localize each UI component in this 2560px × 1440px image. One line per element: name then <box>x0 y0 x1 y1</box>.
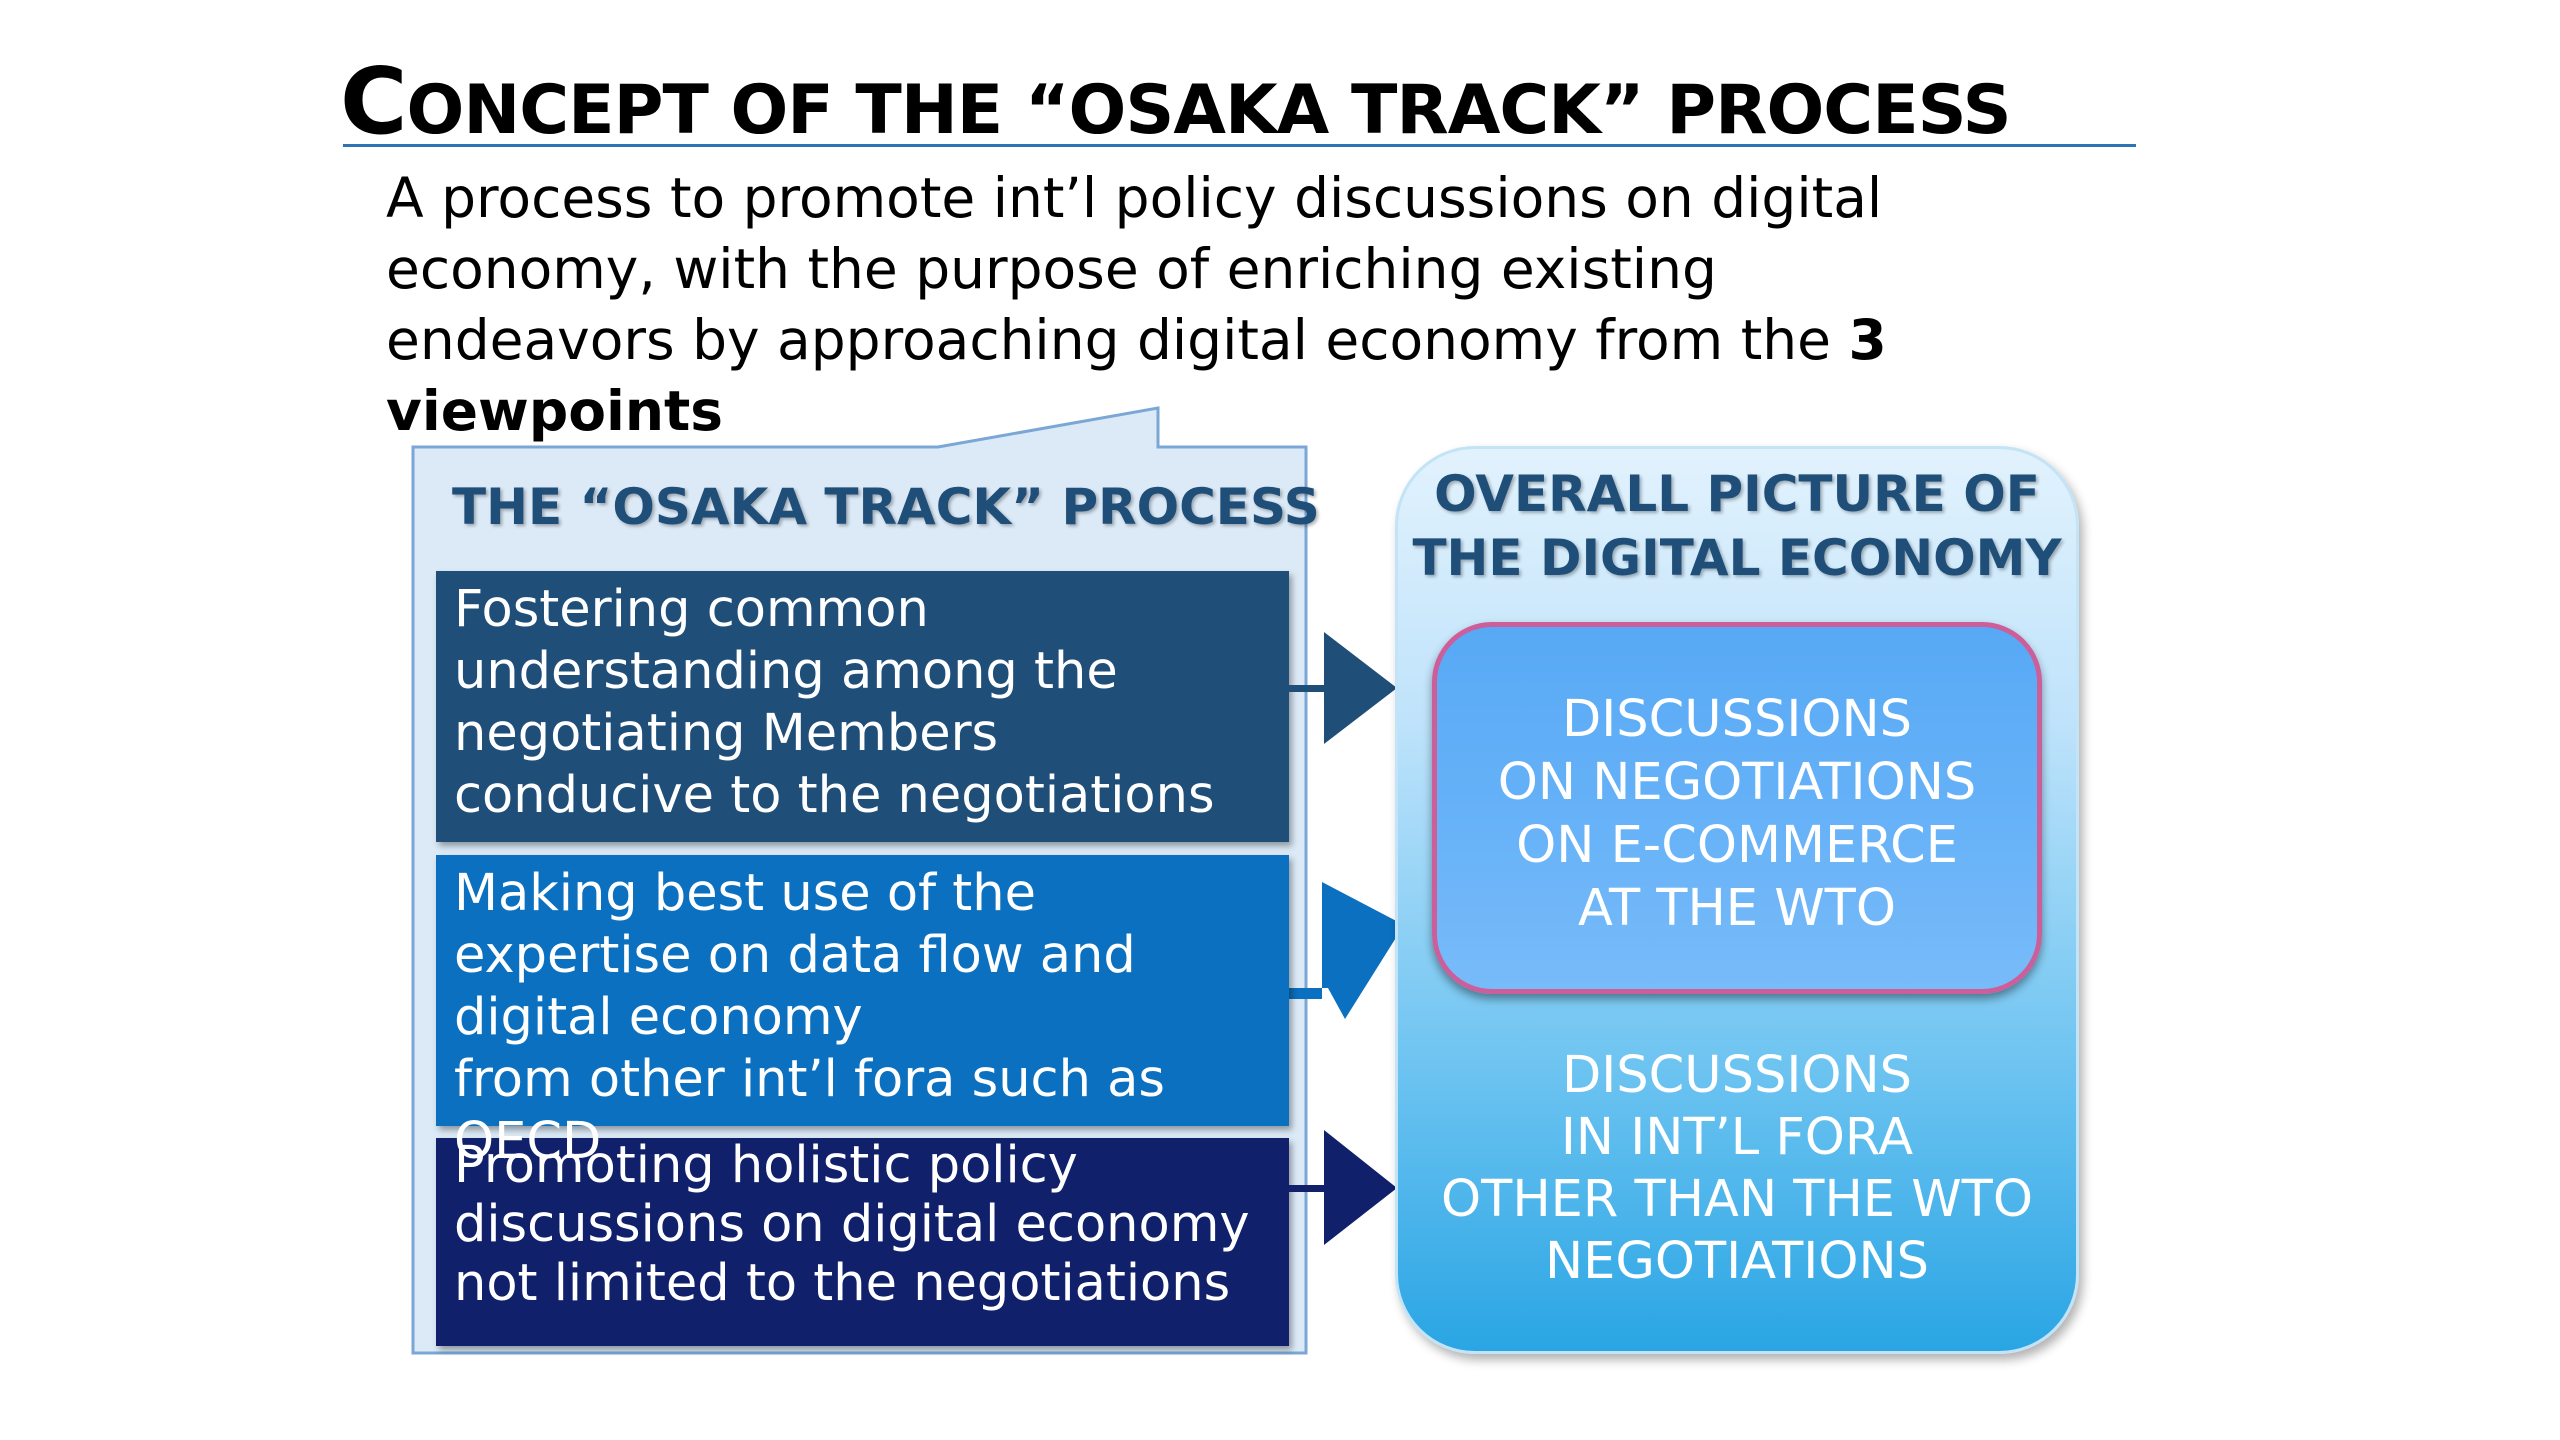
digital-economy-title: OVERALL PICTURE OF THE DIGITAL ECONOMY <box>1395 462 2079 590</box>
viewpoint-3-line-3: not limited to the negotiations <box>454 1254 1231 1313</box>
viewpoint-2-line-5: OECD <box>454 1112 602 1171</box>
viewpoint-1-line-3: negotiating Members <box>454 704 999 763</box>
intro-line-3-text: endeavors by approaching digital economy… <box>386 308 1849 372</box>
panel-title: THE “OSAKA TRACK” PROCESS <box>452 478 1320 536</box>
other-fora-text: DISCUSSIONS IN INT’L FORA OTHER THAN THE… <box>1395 1045 2079 1293</box>
wto-line-3: ON E-COMMERCE <box>1516 816 1958 875</box>
intro-text: A process to promote int’l policy discus… <box>386 163 2026 447</box>
arrows <box>1289 632 1404 1245</box>
fora-line-2: IN INT’L FORA <box>1560 1108 1914 1167</box>
digital-economy-title-line-2: THE DIGITAL ECONOMY <box>1412 529 2062 587</box>
viewpoint-1-line-2: understanding among the <box>454 642 1118 701</box>
viewpoint-1-line-4: conducive to the negotiations <box>454 766 1215 825</box>
arrow-right-3-icon <box>1289 1130 1397 1245</box>
fora-line-4: NEGOTIATIONS <box>1544 1232 1930 1291</box>
arrow-right-2-icon <box>1289 882 1404 1019</box>
intro-line-4: viewpoints <box>386 379 724 443</box>
title-underline <box>343 144 2136 147</box>
title-initial: C <box>340 48 408 155</box>
arrow-right-1-icon <box>1289 632 1397 744</box>
title-rest: ONCEPT OF THE “OSAKA TRACK” PROCESS <box>406 71 2012 150</box>
viewpoint-common-understanding: Fostering common understanding among the… <box>436 571 1289 842</box>
fora-line-3: OTHER THAN THE WTO <box>1441 1170 2033 1229</box>
intro-line-1: A process to promote int’l policy discus… <box>386 166 1883 230</box>
viewpoint-3-line-1: Promoting holistic policy <box>454 1136 1078 1195</box>
viewpoint-2-line-4: from other int’l fora such as <box>454 1050 1165 1109</box>
slide-title: CONCEPT OF THE “OSAKA TRACK” PROCESS <box>340 48 2140 155</box>
wto-negotiations-text: DISCUSSIONS ON NEGOTIATIONS ON E-COMMERC… <box>1432 688 2042 940</box>
digital-economy-title-line-1: OVERALL PICTURE OF <box>1434 465 2040 523</box>
wto-line-2: ON NEGOTIATIONS <box>1497 753 1977 812</box>
intro-line-2: economy, with the purpose of enriching e… <box>386 237 1717 301</box>
intro-line-3: endeavors by approaching digital economy… <box>386 305 2026 376</box>
wto-line-1: DISCUSSIONS <box>1561 690 1913 749</box>
viewpoint-2-line-2: expertise on data flow and <box>454 926 1136 985</box>
viewpoint-3-line-2: discussions on digital economy <box>454 1195 1250 1254</box>
viewpoint-holistic-discussions: Promoting holistic policy discussions on… <box>436 1136 1289 1346</box>
intro-count: 3 <box>1848 308 1887 372</box>
wto-negotiations-box <box>1432 622 2042 994</box>
fora-line-1: DISCUSSIONS <box>1561 1046 1913 1105</box>
viewpoint-expertise: Making best use of the expertise on data… <box>436 855 1289 1171</box>
wto-line-4: AT THE WTO <box>1578 879 1896 938</box>
viewpoint-2-line-1: Making best use of the <box>454 864 1036 923</box>
viewpoint-1-line-1: Fostering common <box>454 580 929 639</box>
viewpoint-2-line-3: digital economy <box>454 988 863 1047</box>
